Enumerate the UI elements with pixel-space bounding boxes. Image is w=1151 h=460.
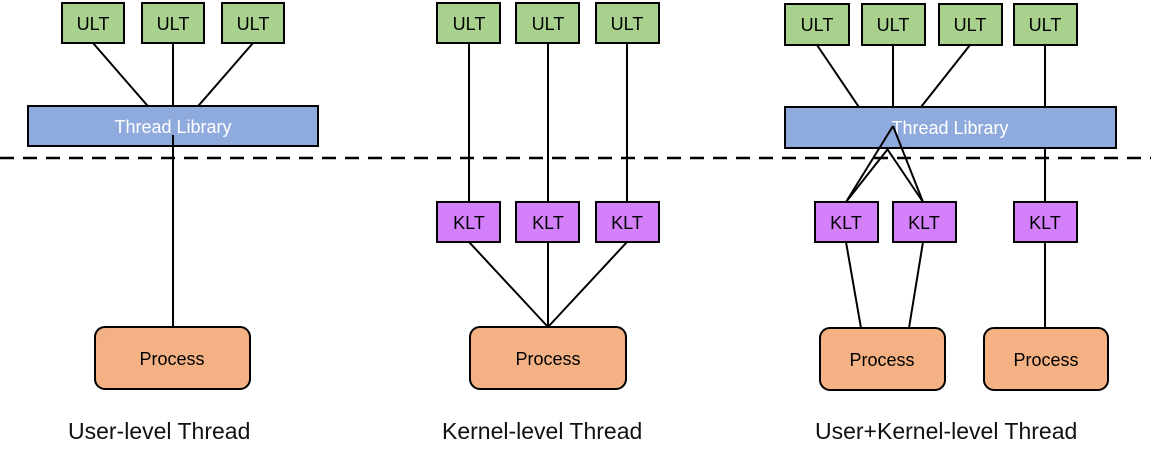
klt-label: KLT [532, 213, 564, 233]
ult-label: ULT [954, 15, 987, 35]
diagram-title-kernel-level: Kernel-level Thread [442, 418, 643, 444]
ult-box: ULT [938, 3, 1003, 46]
connector [892, 125, 924, 203]
ult-box: ULT [61, 2, 125, 44]
process-box: Process [469, 326, 627, 390]
ult-box: ULT [861, 3, 926, 46]
diagram-hybrid: Thread Library ULT ULT ULT ULT KL [784, 3, 1117, 391]
ult-box: ULT [784, 3, 850, 46]
klt-box: KLT [814, 201, 879, 243]
diagram-user-level: Thread Library ULT ULT ULT Process [27, 2, 319, 390]
connector [908, 241, 924, 329]
diagram-title-hybrid: User+Kernel-level Thread [815, 418, 1078, 444]
ult-label: ULT [532, 14, 565, 34]
ult-label: ULT [77, 14, 110, 34]
thread-library-label: Thread Library [891, 118, 1008, 138]
klt-label: KLT [830, 213, 862, 233]
ult-box: ULT [1013, 3, 1078, 46]
process-label: Process [849, 350, 914, 370]
connector [468, 241, 549, 328]
ult-label: ULT [237, 14, 270, 34]
connectors-hybrid-lower [845, 125, 1046, 329]
process-label: Process [515, 349, 580, 369]
klt-label: KLT [453, 213, 485, 233]
process-box: Process [94, 326, 251, 390]
klt-box: KLT [1013, 201, 1078, 243]
klt-label: KLT [611, 213, 643, 233]
connector [845, 125, 894, 203]
diagram-title-user-level: User-level Thread [68, 418, 251, 444]
process-box: Process [983, 327, 1109, 391]
ult-box: ULT [221, 2, 285, 44]
klt-box: KLT [892, 201, 957, 243]
klt-box: KLT [515, 201, 580, 243]
klt-box: KLT [595, 201, 660, 243]
thread-library-label: Thread Library [114, 117, 231, 137]
ult-box: ULT [515, 2, 580, 44]
ult-box: ULT [595, 2, 660, 44]
process-label: Process [139, 349, 204, 369]
ult-label: ULT [157, 14, 190, 34]
diagram-kernel-level: ULT ULT ULT KLT KLT KLT Process [436, 2, 660, 390]
ult-box: ULT [141, 2, 205, 44]
klt-box: KLT [436, 201, 501, 243]
connector [547, 241, 628, 328]
ult-label: ULT [611, 14, 644, 34]
connectors-kernel-level [468, 43, 628, 328]
ult-box: ULT [436, 2, 501, 44]
klt-label: KLT [1029, 213, 1061, 233]
ult-label: ULT [453, 14, 486, 34]
ult-label: ULT [1029, 15, 1062, 35]
ult-label: ULT [801, 15, 834, 35]
klt-label: KLT [908, 213, 940, 233]
process-box: Process [819, 327, 946, 391]
connector [845, 241, 862, 329]
thread-library-box: Thread Library [784, 106, 1117, 149]
process-label: Process [1013, 350, 1078, 370]
ult-label: ULT [877, 15, 910, 35]
